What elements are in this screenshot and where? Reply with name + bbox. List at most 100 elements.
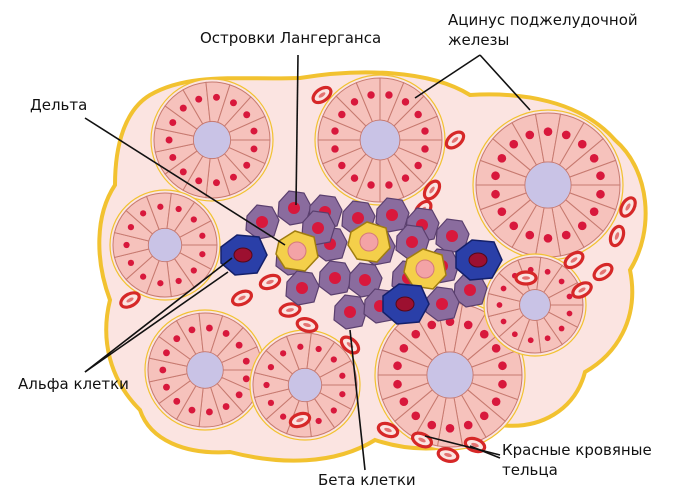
acinar-nucleus xyxy=(199,233,205,239)
acinar-nucleus xyxy=(559,326,565,332)
acinar-nucleus xyxy=(213,179,220,186)
acinar-nucleus xyxy=(590,207,599,216)
acinar-nucleus xyxy=(263,382,269,388)
acinus-lumen xyxy=(288,368,321,401)
acinus xyxy=(473,110,623,260)
acinar-nucleus xyxy=(338,111,345,118)
acinar-nucleus xyxy=(173,335,180,342)
acinar-nucleus xyxy=(243,162,250,169)
acinar-nucleus xyxy=(590,154,599,163)
acinar-nucleus xyxy=(559,279,565,285)
acinar-nucleus xyxy=(400,344,409,353)
acinar-nucleus xyxy=(385,91,392,98)
acinar-nucleus xyxy=(525,131,534,140)
acinar-nucleus xyxy=(195,96,202,103)
acinar-nucleus xyxy=(280,414,286,420)
acinar-nucleus xyxy=(421,127,428,134)
red-blood-cell xyxy=(516,272,536,284)
acinar-nucleus xyxy=(498,361,507,370)
acinar-nucleus xyxy=(191,216,197,222)
acinus-lumen xyxy=(187,352,223,388)
acinus xyxy=(110,190,220,300)
acinar-nucleus xyxy=(339,391,345,397)
acinar-nucleus xyxy=(498,380,507,389)
acinar-nucleus xyxy=(159,367,166,374)
acinar-nucleus xyxy=(562,231,571,240)
acinar-nucleus xyxy=(491,171,500,180)
acinar-nucleus xyxy=(189,326,196,333)
label-acinus-line1: Ацинус поджелудочной xyxy=(448,10,638,30)
acinar-nucleus xyxy=(446,424,455,433)
acinar-nucleus xyxy=(163,349,170,356)
acinar-nucleus xyxy=(169,154,176,161)
acinar-nucleus xyxy=(316,418,322,424)
acinus-lumen xyxy=(427,352,473,398)
acinar-nucleus xyxy=(414,111,421,118)
acinar-nucleus xyxy=(206,325,213,332)
acinar-nucleus xyxy=(497,302,503,308)
acinar-nucleus xyxy=(166,137,173,144)
acinar-nucleus xyxy=(464,321,473,330)
acinus xyxy=(145,310,265,430)
acinar-nucleus xyxy=(189,407,196,414)
acinar-nucleus xyxy=(268,364,274,370)
acinar-nucleus xyxy=(464,421,473,430)
acinar-nucleus xyxy=(199,251,205,257)
acinar-nucleus xyxy=(578,140,587,149)
acinar-nucleus xyxy=(545,335,551,341)
acinar-nucleus xyxy=(236,391,243,398)
acinar-nucleus xyxy=(400,397,409,406)
acinar-nucleus xyxy=(297,344,303,350)
acinar-nucleus xyxy=(331,407,337,413)
acinar-nucleus xyxy=(402,174,409,181)
acinar-nucleus xyxy=(206,409,213,416)
acinar-nucleus xyxy=(176,206,182,212)
acinus xyxy=(151,79,273,201)
acinar-nucleus xyxy=(140,274,146,280)
acinar-nucleus xyxy=(385,181,392,188)
acinar-nucleus xyxy=(251,128,258,135)
acinar-nucleus xyxy=(367,181,374,188)
acinar-nucleus xyxy=(492,397,501,406)
label-rbc-line1: Красные кровяные xyxy=(502,440,652,460)
acinar-nucleus xyxy=(173,398,180,405)
acinar-nucleus xyxy=(243,375,250,382)
acinar-nucleus xyxy=(128,260,134,266)
acinar-nucleus xyxy=(544,234,553,243)
acinar-nucleus xyxy=(411,411,420,420)
acinar-nucleus xyxy=(562,131,571,140)
acinus xyxy=(315,75,445,205)
acinar-nucleus xyxy=(393,380,402,389)
acinar-nucleus xyxy=(230,99,237,106)
acinar-nucleus xyxy=(331,356,337,362)
acinar-nucleus xyxy=(525,231,534,240)
acinar-nucleus xyxy=(223,330,230,337)
acinar-nucleus xyxy=(236,342,243,349)
acinar-nucleus xyxy=(176,278,182,284)
acinar-nucleus xyxy=(338,162,345,169)
acinar-nucleus xyxy=(411,330,420,339)
acinar-nucleus xyxy=(421,145,428,152)
acinar-nucleus xyxy=(191,267,197,273)
acinar-nucleus xyxy=(180,168,187,175)
acinar-nucleus xyxy=(157,280,163,286)
acinar-nucleus xyxy=(351,98,358,105)
acinar-nucleus xyxy=(243,111,250,118)
acinar-nucleus xyxy=(528,337,534,343)
acinar-nucleus xyxy=(427,421,436,430)
label-islets-of-langerhans: Островки Лангерганса xyxy=(200,28,381,48)
acinar-nucleus xyxy=(230,174,237,181)
acinar-nucleus xyxy=(512,331,518,337)
acinar-nucleus xyxy=(339,373,345,379)
label-acinus-line2: железы xyxy=(448,30,638,50)
acinar-nucleus xyxy=(501,319,507,325)
acinar-nucleus xyxy=(213,94,220,101)
acinar-nucleus xyxy=(180,105,187,112)
label-red-blood-cells: Красные кровяные тельца xyxy=(502,440,652,480)
acinar-nucleus xyxy=(367,91,374,98)
acinar-nucleus xyxy=(578,221,587,230)
acinar-nucleus xyxy=(268,400,274,406)
acinar-nucleus xyxy=(427,321,436,330)
acinar-nucleus xyxy=(243,358,250,365)
